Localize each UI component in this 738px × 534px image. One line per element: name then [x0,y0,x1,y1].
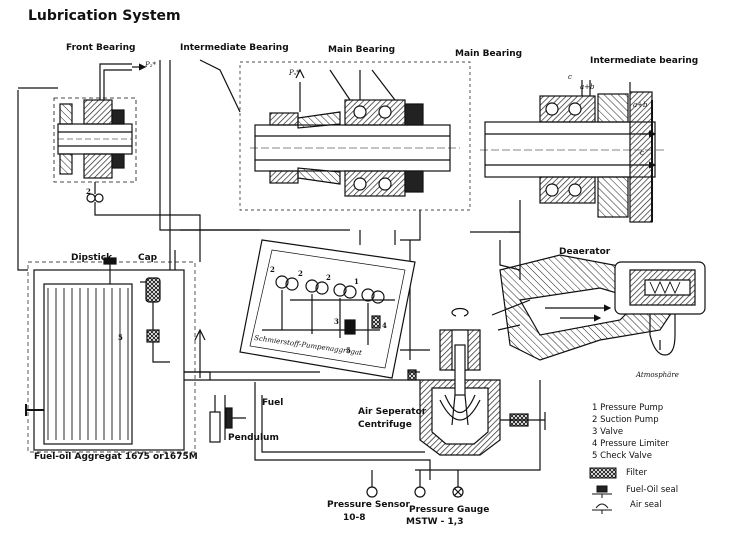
p2-mark: P₂* [145,61,157,69]
front-bearing-label: Front Bearing [66,43,136,53]
pump-number-4: 1 [354,277,359,286]
air-seal-symbol [592,503,612,514]
pump-number-7: 5 [346,346,351,355]
pressure-gauge-model: MSTW - 1,3 [406,517,464,527]
cap-label: Cap [138,253,158,263]
fuel-oil-aggregat-label: Fuel-oil Aggregat 1675 or1675M [34,452,198,462]
intermediate-bearing-label: Intermediate Bearing [180,43,289,53]
centrifuge-label: Centrifuge [358,420,412,430]
c-left-mark: c [568,73,572,81]
air-separator-centrifuge [407,307,546,456]
deaerator-unit [491,240,706,361]
legend-item-check-valve: 5 Check Valve [592,451,652,461]
atmosphere-label: Atmosphäre [636,371,679,379]
ab-left-mark: a+b [580,83,595,91]
legend-item-valve: 3 Valve [592,427,624,437]
air-separator-label: Air Seperator [358,407,427,417]
aggregat-dashed-frame [27,261,196,453]
pressure-sensor-label: Pressure Sensor [327,500,410,510]
pump-number-3: 2 [326,273,331,282]
intermediate-bearing-right-label: Intermediate bearing [590,56,699,66]
intermediate-bearing-assembly [199,59,471,241]
legend-fuel-oil-seal-label: Fuel-Oil seal [626,485,679,495]
diagram-title: Lubrication System [28,8,181,24]
ab-right-mark: a+b [633,101,648,109]
legend-air-seal-label: Air seal [630,500,662,510]
fuel-pendulum [209,395,246,443]
pump-number-5: 3 [334,317,339,326]
legend-item-pressure-pump: 1 Pressure Pump [592,403,664,413]
main-bearing-label-2: Main Bearing [455,49,523,59]
pressure-gauge-label: Pressure Gauge [409,505,490,515]
fuel-label: Fuel [262,398,284,408]
pump-number-1: 2 [270,265,275,274]
legend-filter-label: Filter [626,468,648,478]
deaerator-label: Deaerator [559,247,611,257]
legend-item-suction-pump: 2 Suction Pump [592,415,659,425]
pump-number-2: 2 [298,269,303,278]
pump-aggregat [239,239,416,379]
pump-number-8: 2 [86,187,91,196]
pressure-instruments [366,486,464,498]
pendulum-label: Pendulum [228,433,279,443]
legend-symbols [589,467,617,514]
filter-symbol [589,467,617,479]
oil-lines [17,60,541,488]
legend-item-pressure-limiter: 4 Pressure Limiter [592,439,669,449]
pump-number-9: 5 [118,333,123,342]
front-bearing-assembly [53,63,201,262]
fuel-oil-aggregat-tank [25,257,185,451]
main-bearing-right-assembly [470,80,665,233]
c-right-mark: c [640,149,644,157]
px-mark: Pₓ* [289,69,300,77]
dipstick-label: Dipstick [71,253,113,263]
pressure-sensor-range: 10-8 [343,513,366,523]
pump-number-6: 4 [382,321,387,330]
main-bearing-label-1: Main Bearing [328,45,396,55]
fuel-oil-seal-symbol [592,485,612,498]
